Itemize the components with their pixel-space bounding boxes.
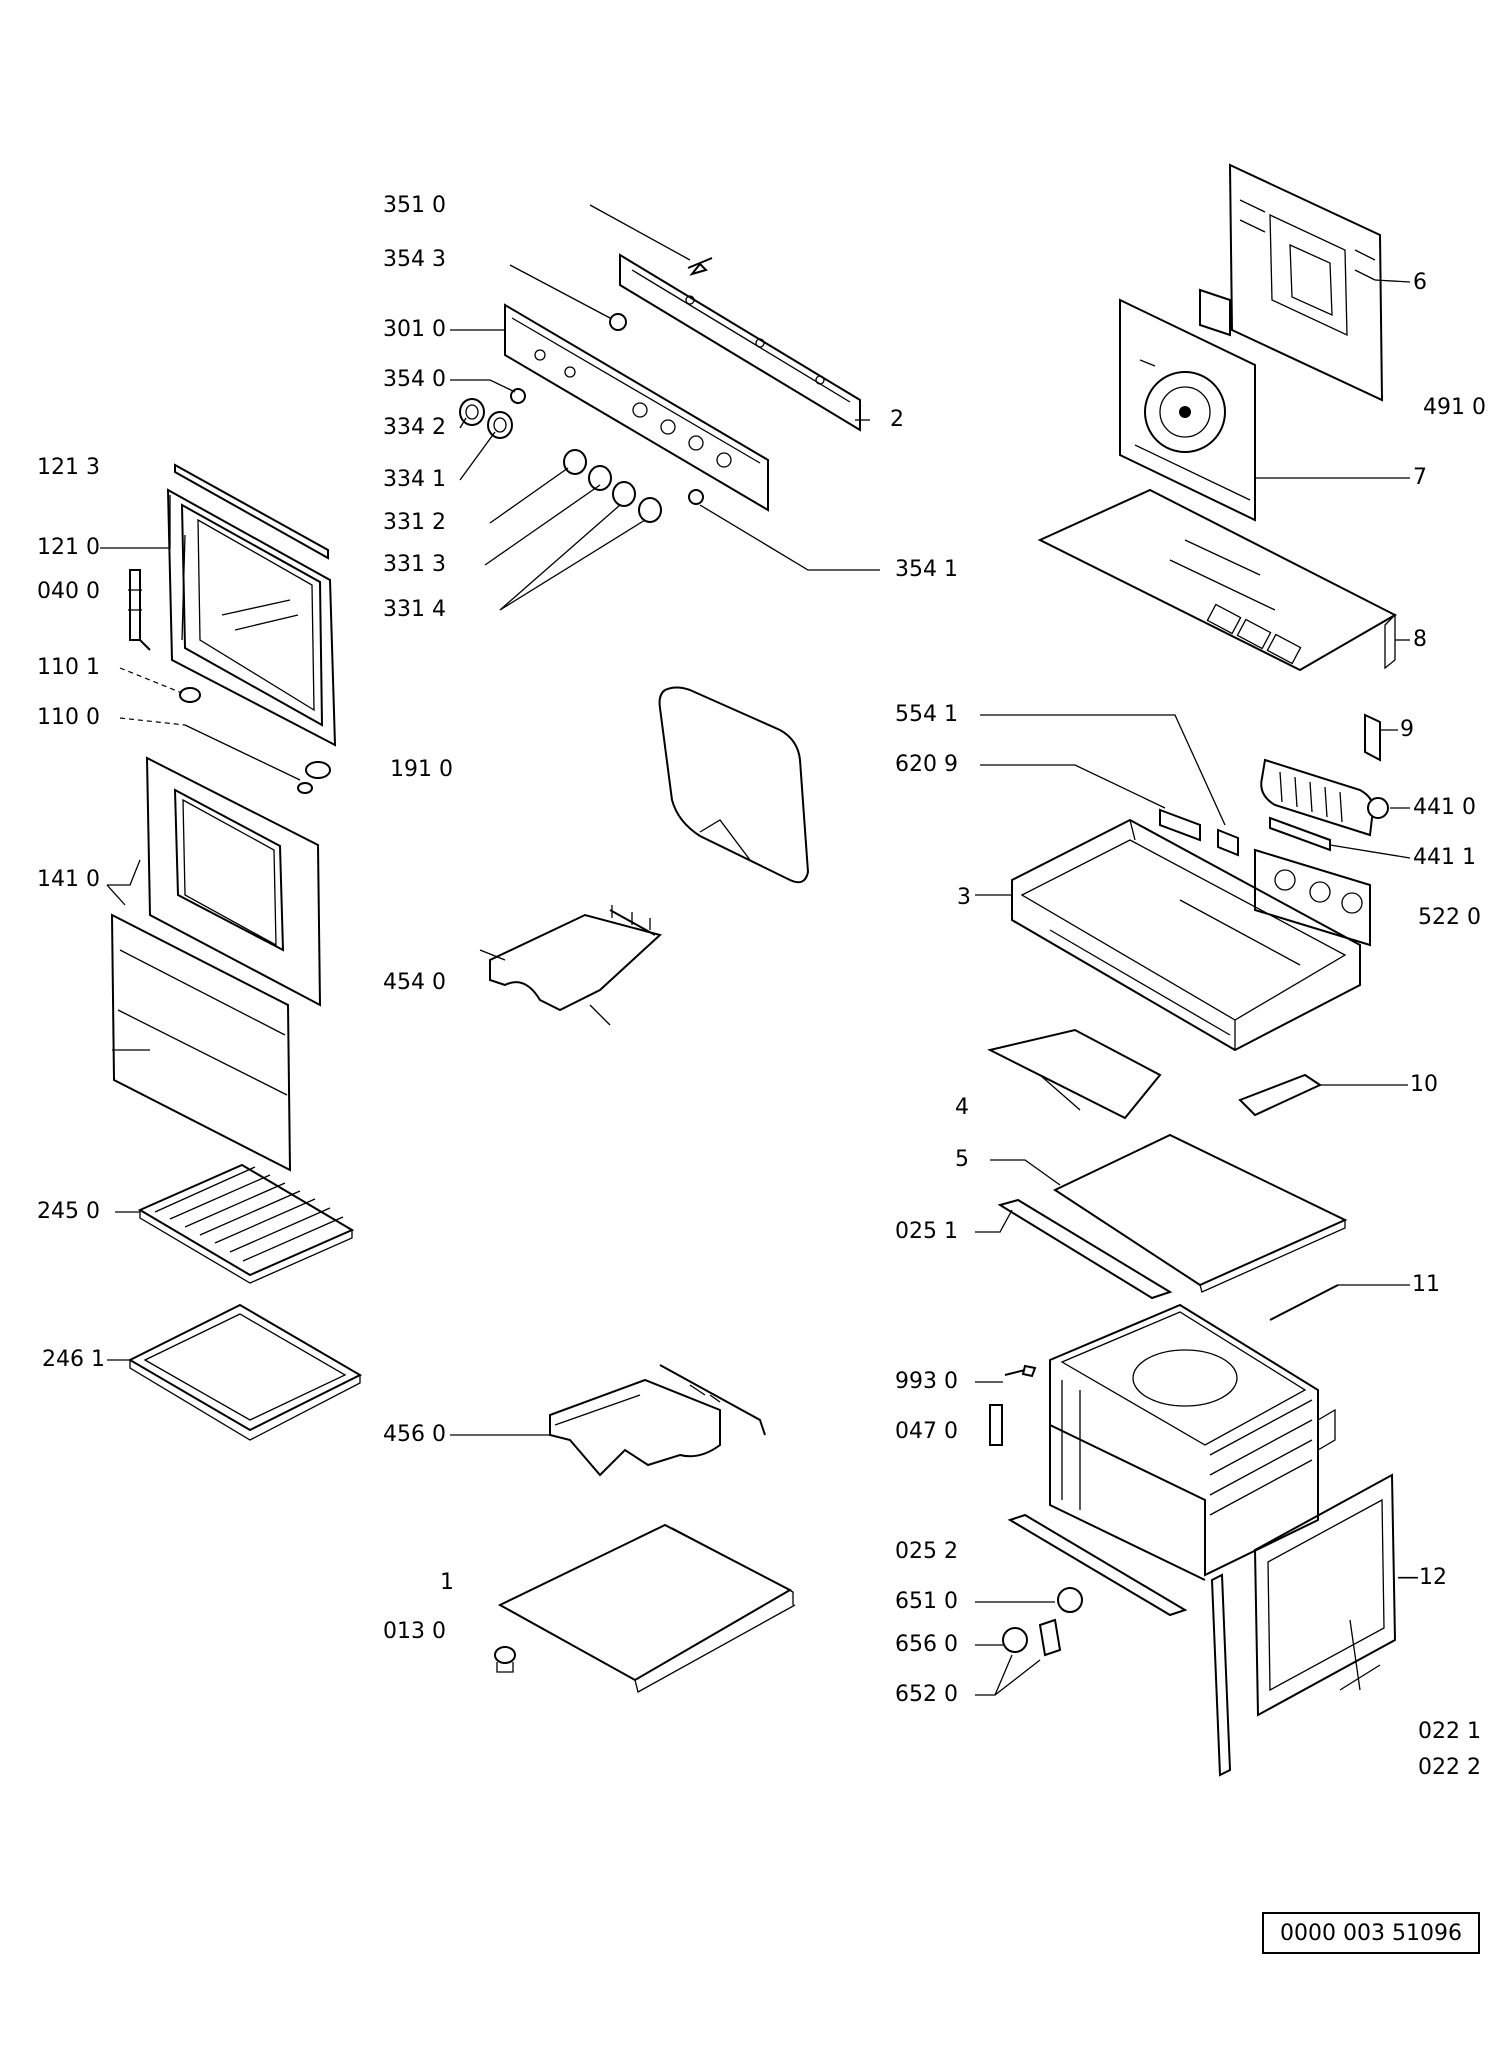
callout-301-0: 301 0 — [383, 317, 446, 342]
callout-025-2: 025 2 — [895, 1539, 958, 1564]
callout-441-0: 441 0 — [1413, 795, 1476, 820]
callout-013-0: 013 0 — [383, 1619, 446, 1644]
callout-651-0: 651 0 — [895, 1589, 958, 1614]
callout-652-0: 652 0 — [895, 1682, 958, 1707]
callout-047-0: 047 0 — [895, 1419, 958, 1444]
callout-656-0: 656 0 — [895, 1632, 958, 1657]
callout-491-0: 491 0 — [1423, 395, 1486, 420]
callout-456-0: 456 0 — [383, 1422, 446, 1447]
callout-6: 6 — [1413, 270, 1427, 295]
callout-11: 11 — [1412, 1272, 1440, 1297]
callout-141-0: 141 0 — [37, 867, 100, 892]
callout-245-0: 245 0 — [37, 1199, 100, 1224]
callout-351-0: 351 0 — [383, 193, 446, 218]
callout-993-0: 993 0 — [895, 1369, 958, 1394]
callout-040-0: 040 0 — [37, 579, 100, 604]
callout-354-1: 354 1 — [895, 557, 958, 582]
callout-7: 7 — [1413, 465, 1427, 490]
callout-110-1: 110 1 — [37, 655, 100, 680]
door-assembly — [100, 463, 337, 1172]
callout-121-3: 121 3 — [37, 455, 100, 480]
callout-8: 8 — [1413, 627, 1427, 652]
callout-110-0: 110 0 — [37, 705, 100, 730]
callout-354-0: 354 0 — [383, 367, 446, 392]
control-panel-assembly — [450, 204, 880, 611]
callout-441-1: 441 1 — [1413, 845, 1476, 870]
callout-554-1: 554 1 — [895, 702, 958, 727]
callout-3: 3 — [957, 885, 971, 910]
callout-025-1: 025 1 — [895, 1219, 958, 1244]
callout-191-0: 191 0 — [390, 757, 453, 782]
callout-334-1: 334 1 — [383, 467, 446, 492]
callout-9: 9 — [1400, 717, 1414, 742]
callout-4: 4 — [955, 1095, 969, 1120]
callout-522-0: 522 0 — [1418, 905, 1481, 930]
callout-022-1: 022 1 — [1418, 1719, 1481, 1744]
centre-parts — [450, 686, 810, 1693]
callout-331-4: 331 4 — [383, 597, 446, 622]
callout-022-2: 022 2 — [1418, 1755, 1481, 1780]
callout-354-3: 354 3 — [383, 247, 446, 272]
callout-121-0: 121 0 — [37, 535, 100, 560]
callout-620-9: 620 9 — [895, 752, 958, 777]
document-number-box: 0000 003 51096 — [1262, 1912, 1480, 1954]
right-casing — [975, 818, 1410, 1777]
callout-334-2: 334 2 — [383, 415, 446, 440]
shelf-and-tray — [107, 1163, 363, 1441]
callout-1: 1 — [440, 1570, 454, 1595]
callout-12: —12 — [1397, 1565, 1447, 1590]
callout-331-3: 331 3 — [383, 552, 446, 577]
callout-331-2: 331 2 — [383, 510, 446, 535]
callout-454-0: 454 0 — [383, 970, 446, 995]
callout-2: 2 — [890, 407, 904, 432]
callout-246-1: 246 1 — [42, 1347, 105, 1372]
right-upper-assembly — [980, 163, 1411, 947]
callout-10: 10 — [1410, 1072, 1438, 1097]
callout-5: 5 — [955, 1147, 969, 1172]
